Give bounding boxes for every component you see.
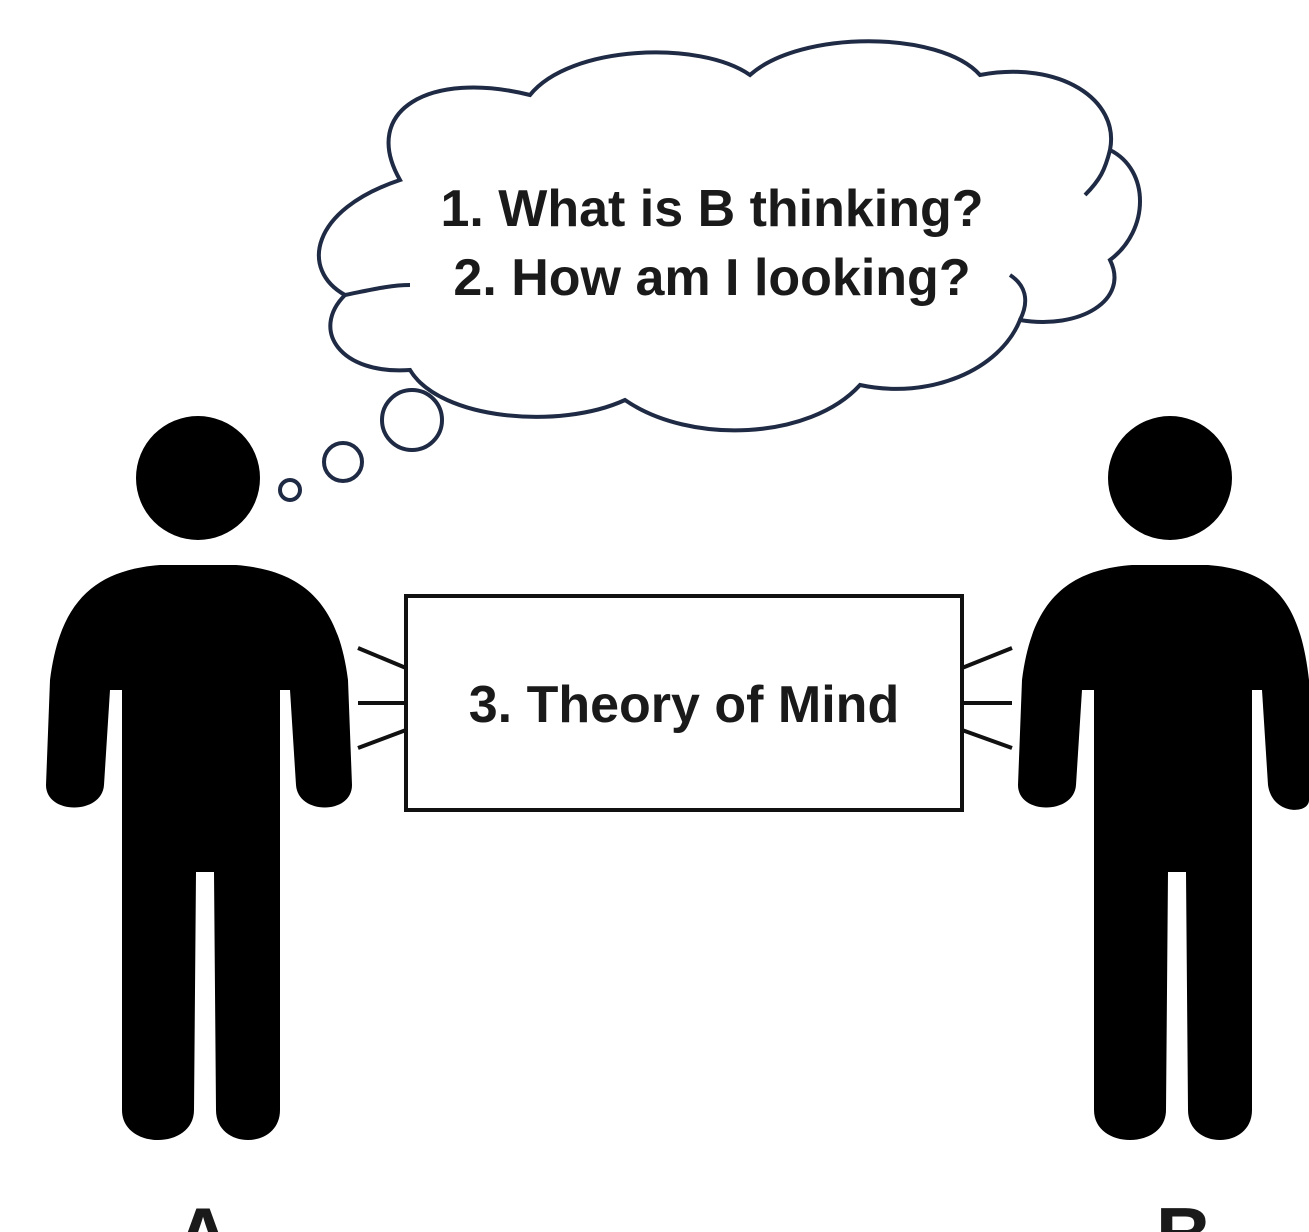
theory-of-mind-label: 3. Theory of Mind: [469, 676, 899, 734]
person-a-head: [136, 416, 260, 540]
thought-cloud-lobe-line: [1008, 273, 1028, 321]
person-b-figure: [1018, 416, 1309, 1140]
person-a-body: [46, 565, 352, 1140]
person-b-label: B: [1156, 1191, 1212, 1232]
thought-bubble-small: [278, 478, 302, 502]
radiating-line-left-top: [357, 646, 407, 670]
thought-cloud-lobe-line: [344, 283, 411, 297]
radiating-line-right-top: [961, 646, 1013, 670]
person-a-figure: [46, 416, 352, 1140]
person-b-body: [1018, 565, 1309, 1140]
thought-bubble-large: [380, 388, 444, 452]
thought-bubble-medium: [322, 441, 364, 483]
thought-cloud: 1. What is B thinking? 2. How am I looki…: [278, 39, 1142, 502]
thought-line-1: 1. What is B thinking?: [440, 180, 983, 238]
thought-cloud-outline: [317, 39, 1142, 433]
radiating-line-left-bottom: [357, 728, 407, 750]
thought-cloud-lobe-line: [1083, 149, 1112, 197]
radiating-line-right-bottom: [961, 728, 1013, 750]
person-b-head: [1108, 416, 1232, 540]
theory-of-mind-box-group: 3. Theory of Mind: [357, 594, 1013, 812]
person-a-label: A: [175, 1191, 231, 1232]
thought-line-2: 2. How am I looking?: [453, 249, 970, 307]
theory-of-mind-box: [404, 594, 964, 812]
